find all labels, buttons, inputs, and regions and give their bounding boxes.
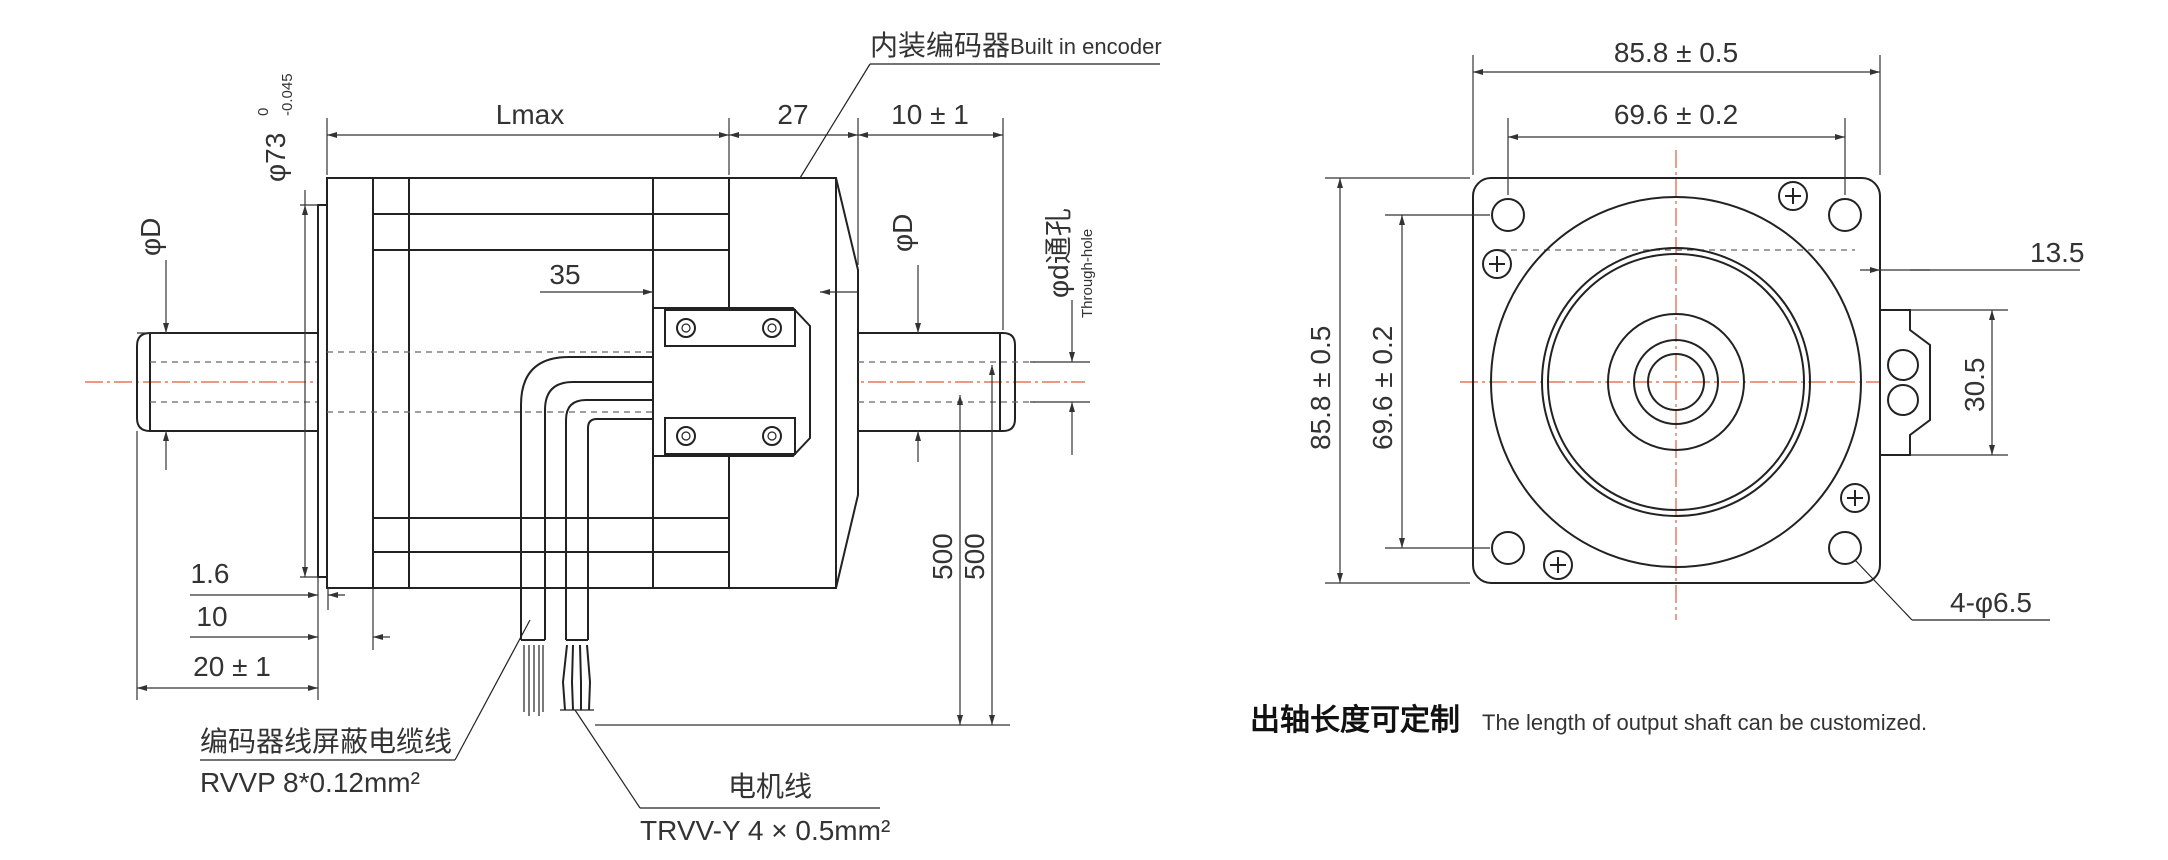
width-outer: 85.8 ± 0.5 bbox=[1614, 37, 1738, 68]
dim-1-6: 1.6 bbox=[191, 558, 230, 589]
phi-d-left: φD bbox=[135, 218, 166, 256]
dim-13-5: 13.5 bbox=[2030, 237, 2085, 268]
front-outer-ring bbox=[1490, 196, 1862, 568]
side-view: Lmax 27 10 ± 1 内装编码器 Built in encoder 35… bbox=[85, 30, 1162, 846]
cable-labels: 编码器线屏蔽电缆线 RVVP 8*0.12mm² 电机线 TRVV-Y 4 × … bbox=[200, 619, 890, 846]
flange-dia: φ73 bbox=[260, 133, 291, 182]
mounting-holes bbox=[1491, 198, 1862, 565]
dim-500-b: 500 bbox=[959, 533, 990, 580]
front-view: 85.8 ± 0.5 69.6 ± 0.2 85.8 ± 0.5 69.6 ± … bbox=[1305, 37, 2085, 621]
customization-note: 出轴长度可定制 The length of output shaft can b… bbox=[1250, 703, 1927, 738]
dim-20-1: 20 ± 1 bbox=[193, 651, 271, 682]
dim-35: 35 bbox=[549, 259, 580, 290]
height-outer: 85.8 ± 0.5 bbox=[1305, 326, 1336, 450]
dim-bottom-left: 1.6 10 20 ± 1 bbox=[136, 431, 390, 700]
dim-10-1: 10 ± 1 bbox=[891, 99, 969, 130]
dim-through-hole: φd通孔 Through-hole bbox=[1030, 208, 1096, 455]
dim-top: Lmax 27 10 ± 1 内装编码器 Built in encoder 35 bbox=[326, 30, 1162, 330]
front-ring-3 bbox=[1547, 253, 1805, 511]
encoder-cable-cn: 编码器线屏蔽电缆线 bbox=[200, 726, 452, 757]
motor-cable-spec: TRVV-Y 4 × 0.5mm² bbox=[640, 815, 890, 846]
width-inner: 69.6 ± 0.2 bbox=[1614, 99, 1738, 130]
cables bbox=[520, 356, 653, 716]
dim-10: 10 bbox=[196, 601, 227, 632]
connector bbox=[1879, 309, 1931, 456]
dim-phi-d-left: φD bbox=[135, 218, 169, 470]
front-bore bbox=[1647, 353, 1705, 411]
screws bbox=[1482, 181, 1870, 580]
bearing-clamp bbox=[652, 307, 811, 457]
flange-tol-lower: -0.045 bbox=[279, 73, 296, 116]
encoder-label-en: Built in encoder bbox=[1010, 34, 1162, 59]
height-inner: 69.6 ± 0.2 bbox=[1367, 326, 1398, 450]
front-ring-2 bbox=[1541, 247, 1811, 517]
front-shaft bbox=[1633, 339, 1719, 425]
dim-cable-length: 500 500 bbox=[595, 365, 1010, 726]
flange-tol-upper: 0 bbox=[255, 108, 272, 116]
encoder-label-cn: 内装编码器 bbox=[870, 30, 1010, 61]
right-shaft bbox=[858, 332, 1035, 432]
holes-label: 4-φ6.5 bbox=[1950, 587, 2032, 618]
through-hole-cn: φd通孔 bbox=[1043, 208, 1074, 298]
left-shaft bbox=[136, 332, 320, 432]
dim-30-5: 30.5 bbox=[1959, 358, 1990, 413]
dim-phi-d-right: φD bbox=[887, 214, 921, 462]
motor-cable-cn: 电机线 bbox=[728, 771, 812, 802]
note-en: The length of output shaft can be custom… bbox=[1482, 710, 1927, 735]
dim-27: 27 bbox=[777, 99, 808, 130]
encoder-cable-spec: RVVP 8*0.12mm² bbox=[200, 767, 420, 798]
phi-d-right: φD bbox=[887, 214, 918, 252]
dim-500-a: 500 bbox=[927, 533, 958, 580]
front-hub bbox=[1607, 313, 1745, 451]
dim-lmax: Lmax bbox=[496, 99, 564, 130]
note-cn: 出轴长度可定制 bbox=[1250, 703, 1460, 738]
through-hole-en: Through-hole bbox=[1079, 229, 1096, 318]
dim-flange: φ73 0 -0.045 bbox=[255, 73, 318, 578]
